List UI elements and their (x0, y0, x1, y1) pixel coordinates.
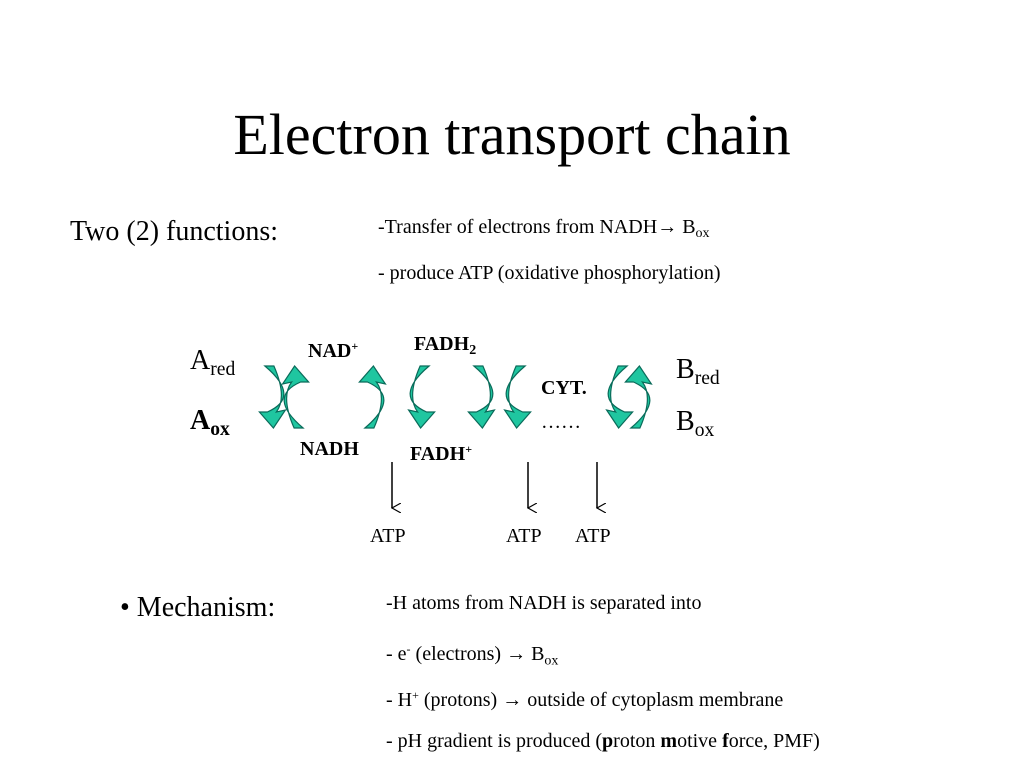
mechanism-line-2: - e- (electrons) → Box (386, 637, 558, 673)
mech-l4-f: f (722, 730, 729, 752)
b-red-main: B (676, 354, 695, 385)
a-ox-main: A (190, 405, 211, 436)
page-title: Electron transport chain (233, 102, 791, 167)
mech-l4-rest: orce, PMF) (728, 730, 820, 752)
mech-l2-sup: - (406, 642, 411, 656)
fadh-plus-label: FADH+ (410, 437, 472, 466)
right-arrow-icon: → (506, 643, 527, 666)
mech-l3-prefix: - H (386, 689, 413, 712)
nadh-label: NADH (300, 438, 359, 460)
mechanism-line-4: - pH gradient is produced (proton motive… (386, 729, 820, 753)
mech-l2-prefix: - e (386, 643, 407, 666)
function-line-1-text: -Transfer of electrons from NADH (378, 216, 658, 238)
nad-cycle-arrow-1-icon (281, 365, 310, 429)
mechanism-line-3: - H+ (protons) → outside of cytoplasm me… (386, 683, 783, 712)
function-line-1-b: B (682, 216, 696, 238)
mechanism-heading: • Mechanism: (120, 592, 276, 623)
functions-heading: Two (2) functions: (70, 216, 279, 247)
cyt-dots: …… (541, 411, 581, 433)
mech-l3-sup: + (412, 688, 419, 702)
a-ox-label: Aox (190, 405, 230, 446)
cyt-cycle-arrow-1-icon (503, 365, 532, 429)
right-arrow-icon: → (502, 689, 523, 712)
cyt-label: CYT. (541, 377, 587, 399)
fadh2-label: FADH2 (414, 332, 476, 363)
a-red-label: Ared (190, 345, 235, 386)
b-red-label: Bred (676, 354, 720, 395)
fadh2-main: FADH (414, 333, 470, 355)
atp-label-2: ATP (506, 525, 542, 547)
nad-plus-sup: + (351, 339, 359, 353)
fadh-plus-sup: + (465, 442, 473, 456)
atp-label-3: ATP (575, 525, 611, 547)
function-line-1-sub: ox (695, 226, 710, 242)
b-ox-sub: ox (694, 419, 715, 441)
mech-l4-m: m (660, 730, 678, 752)
nad-cycle-arrow-2-icon (358, 365, 387, 429)
function-line-1: -Transfer of electrons from NADH→ Box (378, 215, 710, 246)
nad-plus-label: NAD+ (308, 334, 358, 363)
b-cycle-arrow-icon (624, 365, 653, 429)
a-red-sub: red (210, 358, 236, 380)
fadh-cycle-arrow-2-icon (467, 365, 496, 429)
b-ox-label: Box (676, 406, 714, 447)
mech-l3-rest: outside of cytoplasm membrane (522, 689, 784, 712)
a-red-main: A (190, 345, 211, 376)
mech-l2-b: B (526, 643, 545, 666)
mech-l4-prefix: - pH gradient is produced ( (386, 730, 603, 752)
nad-plus-main: NAD (308, 340, 352, 363)
atp-label-1: ATP (370, 525, 406, 547)
function-line-2: - produce ATP (oxidative phosphorylation… (378, 262, 721, 284)
fadh-plus-main: FADH (410, 443, 466, 466)
cyt-cycle-arrow-2-icon (605, 365, 634, 429)
a-ox-sub: ox (210, 418, 230, 440)
fadh-cycle-arrow-1-icon (407, 365, 436, 429)
a-red-to-ox-arrow-icon (258, 365, 287, 429)
b-red-sub: red (694, 367, 720, 389)
mech-l2-sub: ox (544, 653, 559, 669)
right-arrow-icon: → (657, 216, 678, 238)
fadh2-sub: 2 (469, 343, 477, 359)
mech-l2-mid: (electrons) (410, 643, 507, 666)
b-ox-main: B (676, 406, 695, 437)
mech-l4-p: p (602, 730, 614, 752)
mech-l4-otive: otive (677, 730, 723, 752)
mechanism-line-1: -H atoms from NADH is separated into (386, 592, 702, 614)
mech-l3-mid: (protons) (418, 689, 503, 712)
mech-l4-roton: roton (613, 730, 661, 752)
